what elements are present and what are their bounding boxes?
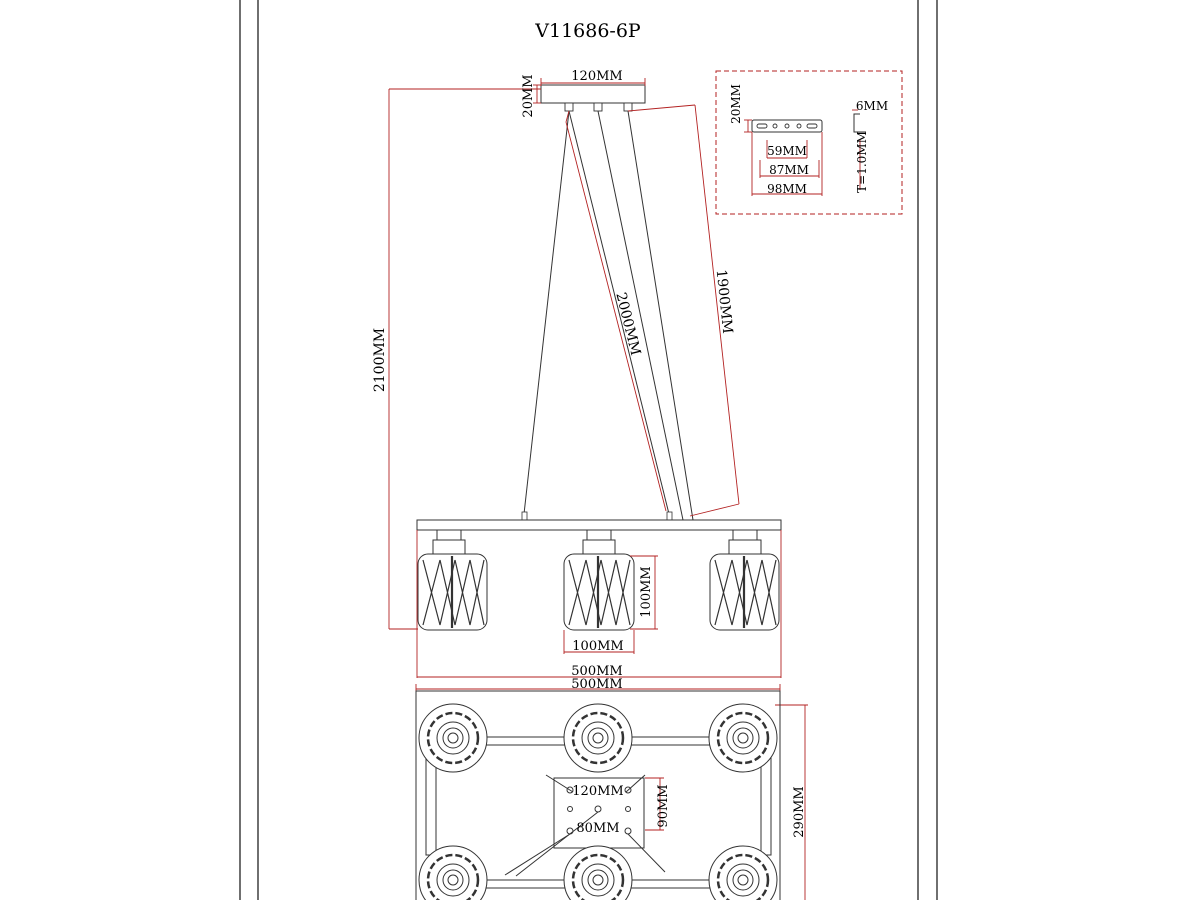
top-depth-label: 290MM — [792, 786, 807, 837]
main-bar — [416, 519, 782, 531]
detail-frame — [715, 70, 903, 215]
total-height-label: 2100MM — [372, 328, 388, 392]
shade-top-1 — [418, 703, 488, 773]
shade-left — [417, 529, 488, 631]
detail-outer-width-label: 98MM — [767, 182, 807, 196]
cable-length-a-label: 2000MM — [612, 291, 643, 357]
shade-top-5 — [563, 845, 633, 900]
bracket-plate — [751, 119, 823, 133]
side-dimensions — [388, 78, 782, 678]
detail-thickness-label: T=1.0MM — [855, 131, 869, 193]
shade-top-4 — [418, 845, 488, 900]
bar-length-label: 500MM — [571, 664, 622, 679]
plate-width-label: 120MM — [572, 784, 623, 799]
canopy-detail: 20MM 6MM 59MM 87MM 98MM T=1.0MM — [715, 70, 903, 215]
detail-hole-spacing-label: 59MM — [767, 144, 807, 158]
hole-spacing-label: 80MM — [576, 821, 619, 836]
shade-width-label: 100MM — [572, 639, 623, 654]
shade-center — [563, 529, 635, 631]
sheet-frame — [239, 0, 938, 900]
top-frame — [415, 690, 781, 900]
shade-top-6 — [708, 845, 778, 900]
suspension-cables — [523, 110, 694, 521]
detail-height-label: 20MM — [729, 84, 743, 124]
canopy — [540, 84, 646, 104]
plate-height-label: 90MM — [656, 784, 671, 827]
canopy-height-label: 20MM — [521, 74, 536, 117]
side-view: 120MM 20MM 2100MM 2000MM 1900MM 100MM 10… — [372, 69, 782, 679]
shade-height-label: 100MM — [639, 566, 654, 617]
shade-top-3 — [708, 703, 778, 773]
detail-gap-label: 6MM — [856, 99, 888, 113]
shade-right — [709, 529, 780, 631]
cable-length-b-label: 1900MM — [713, 269, 736, 335]
drawing-title: V11686-6P — [534, 20, 641, 42]
top-length-label: 500MM — [571, 677, 622, 692]
detail-inner-width-label: 87MM — [769, 163, 809, 177]
top-view: 500MM 290MM — [415, 677, 808, 900]
shade-top-2 — [563, 703, 633, 773]
canopy-width-label: 120MM — [571, 69, 622, 84]
